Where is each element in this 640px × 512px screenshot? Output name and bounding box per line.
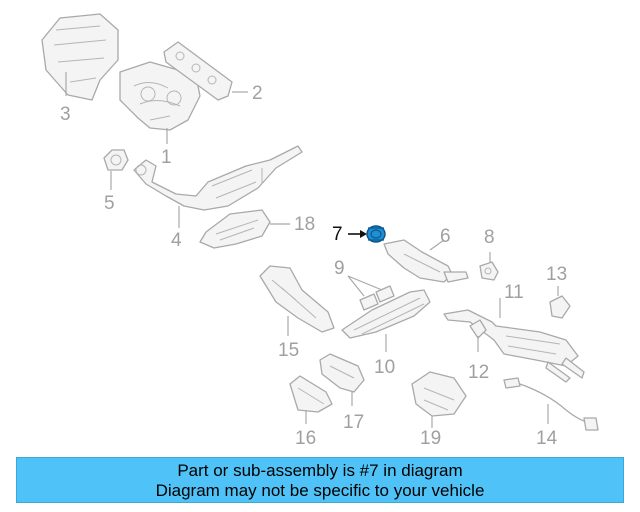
- callout-7: 7: [332, 224, 343, 245]
- callout-4: 4: [171, 230, 182, 251]
- part-10-heat-shield[interactable]: [341, 289, 431, 339]
- callout-9: 9: [334, 258, 345, 279]
- callout-19: 19: [420, 428, 441, 449]
- callout-7-arrowhead: [360, 230, 367, 238]
- callout-14: 14: [536, 428, 558, 449]
- callout-1: 1: [161, 147, 172, 168]
- callout-12: 12: [468, 362, 489, 383]
- part-11-rear-muffler[interactable]: [443, 309, 585, 383]
- part-17-heat-shield[interactable]: [319, 353, 365, 393]
- banner-line-2: Diagram may not be specific to your vehi…: [155, 481, 485, 500]
- part-2-manifold-gasket[interactable]: [163, 41, 233, 101]
- callout-11: 11: [504, 282, 524, 303]
- callout-15: 15: [278, 340, 299, 361]
- part-6-center-pipe-resonator[interactable]: [383, 239, 469, 283]
- callout-16: 16: [295, 428, 316, 449]
- banner-line-1: Part or sub-assembly is #7 in diagram: [177, 461, 463, 480]
- parts-diagram: 3 1 2 5 4 18 7: [41, 13, 599, 449]
- part-15-floor-heat-shield[interactable]: [259, 265, 335, 333]
- callout-10: 10: [374, 357, 395, 378]
- part-13-bracket[interactable]: [549, 295, 571, 319]
- part-7-clamp-highlighted[interactable]: [366, 225, 386, 243]
- part-4-front-pipe-catalytic-converter[interactable]: [133, 145, 303, 211]
- part-9-bolts[interactable]: [359, 285, 395, 311]
- callout-3: 3: [60, 104, 71, 125]
- callout-5: 5: [104, 193, 115, 214]
- callout-6: 6: [440, 226, 451, 247]
- callout-8: 8: [484, 227, 495, 248]
- callout-13: 13: [546, 264, 567, 285]
- callout-2: 2: [252, 83, 263, 104]
- callout-17: 17: [343, 412, 364, 433]
- part-12-hanger[interactable]: [469, 319, 487, 339]
- part-5-flange-gasket[interactable]: [103, 149, 129, 171]
- part-19-heat-shield[interactable]: [411, 371, 467, 417]
- info-banner: Part or sub-assembly is #7 in diagram Di…: [16, 457, 624, 503]
- part-1-exhaust-manifold[interactable]: [119, 61, 201, 131]
- part-14-oxygen-sensor[interactable]: [503, 377, 599, 431]
- callout-18: 18: [294, 214, 315, 235]
- part-3-engine-cover[interactable]: [41, 13, 119, 101]
- part-18-heat-shield[interactable]: [199, 209, 271, 249]
- part-8-hanger[interactable]: [479, 261, 499, 281]
- part-16-heat-shield[interactable]: [289, 375, 333, 413]
